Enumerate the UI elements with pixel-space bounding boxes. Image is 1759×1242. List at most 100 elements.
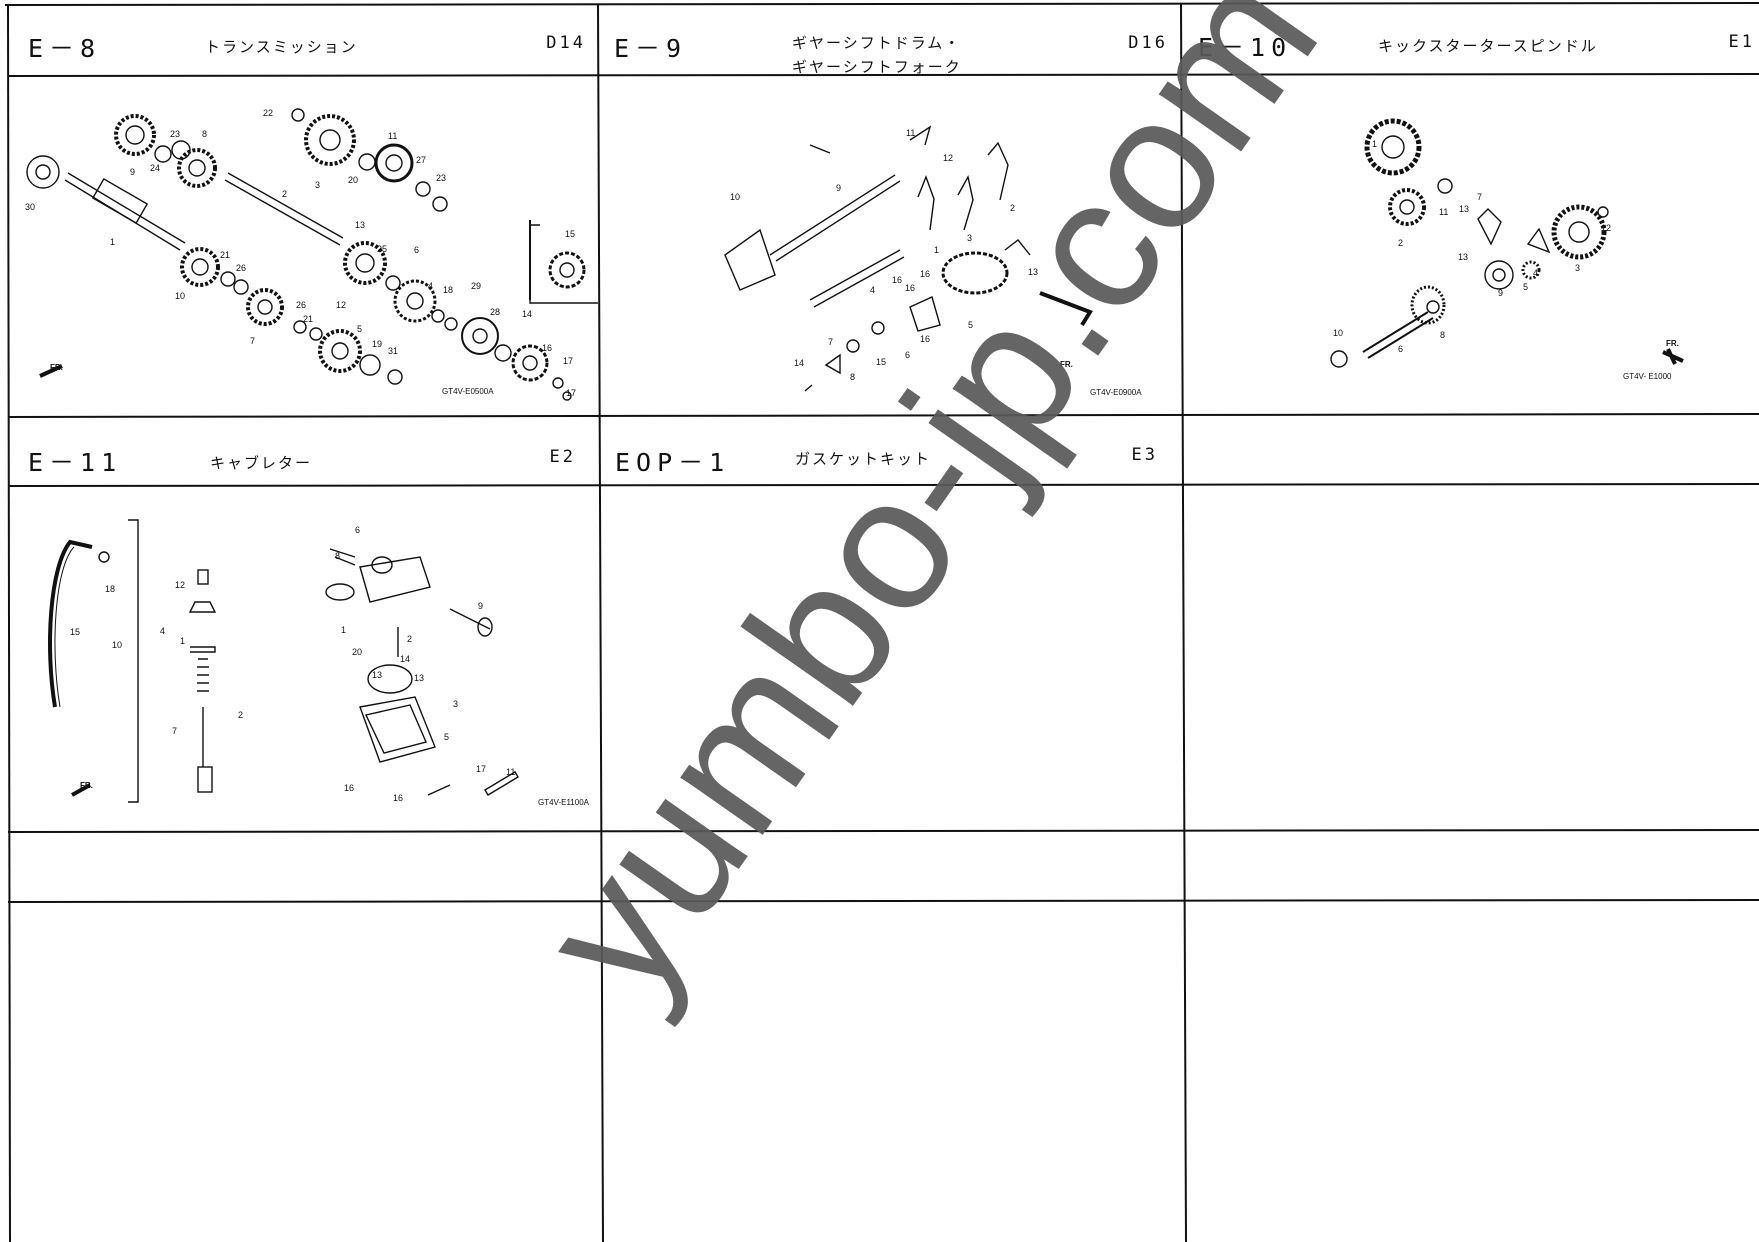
- section-header: E－9 ギヤーシフトドラム・ ギヤーシフトフォーク D16: [600, 5, 1182, 76]
- svg-text:3: 3: [967, 233, 972, 243]
- svg-text:16: 16: [920, 334, 930, 344]
- svg-text:13: 13: [372, 670, 382, 680]
- diagram-code: GT4V-E1100A: [538, 798, 589, 807]
- svg-text:12: 12: [336, 300, 346, 310]
- svg-text:11: 11: [906, 128, 915, 138]
- svg-text:3: 3: [1575, 263, 1580, 273]
- svg-text:12: 12: [1601, 223, 1611, 233]
- svg-text:2: 2: [1398, 238, 1403, 248]
- section-code: E－10: [1198, 33, 1293, 62]
- diagram-code: GT4V-E0500A: [442, 387, 494, 396]
- svg-text:18: 18: [443, 285, 453, 295]
- svg-text:6: 6: [1398, 344, 1403, 354]
- section-ref: D16: [1128, 33, 1168, 53]
- svg-text:2: 2: [1010, 203, 1015, 213]
- svg-text:4: 4: [428, 281, 433, 291]
- svg-text:16: 16: [892, 275, 902, 285]
- section-code: EOP－1: [615, 448, 731, 477]
- svg-text:8: 8: [335, 551, 340, 561]
- svg-text:7: 7: [1477, 192, 1482, 202]
- svg-text:12: 12: [943, 153, 953, 163]
- section-code: E－9: [614, 34, 688, 63]
- svg-text:17: 17: [476, 764, 486, 774]
- section-code: E－8: [28, 34, 102, 63]
- section-title: キャブレター: [210, 454, 313, 472]
- svg-text:10: 10: [1333, 328, 1343, 338]
- gear-icon: [114, 114, 156, 156]
- section-title: ギヤーシフトドラム・ ギヤーシフトフォーク: [792, 34, 962, 76]
- svg-text:1: 1: [1372, 139, 1377, 149]
- svg-text:27: 27: [416, 155, 426, 165]
- svg-text:15: 15: [70, 627, 80, 637]
- section-ref: E2: [549, 447, 576, 467]
- svg-text:17: 17: [563, 356, 573, 366]
- svg-text:14: 14: [522, 309, 532, 319]
- svg-text:1: 1: [110, 237, 115, 247]
- svg-text:8: 8: [202, 129, 207, 139]
- svg-text:6: 6: [355, 525, 360, 535]
- svg-text:14: 14: [794, 358, 804, 368]
- svg-text:6: 6: [905, 350, 910, 360]
- svg-text:21: 21: [220, 250, 230, 260]
- svg-text:10: 10: [730, 192, 740, 202]
- svg-text:5: 5: [444, 732, 449, 742]
- svg-text:13: 13: [355, 220, 365, 230]
- front-direction-label: FR.: [80, 781, 93, 790]
- svg-text:14: 14: [400, 654, 410, 664]
- svg-text:29: 29: [471, 281, 481, 291]
- svg-text:10: 10: [175, 291, 185, 301]
- svg-text:8: 8: [850, 372, 855, 382]
- svg-text:15: 15: [876, 357, 886, 367]
- svg-text:16: 16: [542, 343, 552, 353]
- svg-text:7: 7: [828, 337, 833, 347]
- svg-text:2: 2: [282, 189, 287, 199]
- section-eop1: EOP－1 ガスケットキット E3: [600, 417, 1182, 832]
- section-e11: E－11 キャブレター E2: [10, 417, 600, 832]
- section-header: E－11 キャブレター E2: [10, 417, 600, 487]
- section-header: EOP－1 ガスケットキット E3: [600, 417, 1182, 487]
- svg-text:16: 16: [393, 793, 403, 803]
- section-code: E－11: [28, 448, 123, 477]
- svg-text:3: 3: [453, 699, 458, 709]
- svg-text:15: 15: [565, 229, 575, 239]
- svg-text:9: 9: [836, 183, 841, 193]
- section-ref: D14: [546, 33, 586, 53]
- svg-text:7: 7: [172, 726, 177, 736]
- svg-text:20: 20: [352, 647, 362, 657]
- svg-text:20: 20: [348, 175, 358, 185]
- svg-text:16: 16: [905, 283, 915, 293]
- svg-text:1: 1: [341, 625, 346, 635]
- svg-text:11: 11: [1439, 207, 1448, 217]
- svg-text:31: 31: [388, 346, 398, 356]
- svg-text:9: 9: [1498, 288, 1503, 298]
- svg-text:18: 18: [105, 584, 115, 594]
- svg-text:13: 13: [414, 673, 424, 683]
- svg-text:12: 12: [175, 580, 185, 590]
- svg-text:3: 3: [315, 180, 320, 190]
- svg-text:7: 7: [250, 336, 255, 346]
- section-e8: E－8 トランスミッション D14: [10, 5, 600, 417]
- svg-text:9: 9: [478, 601, 483, 611]
- diagram-code: GT4V- E1000: [1623, 372, 1672, 381]
- front-direction-label: FR.: [1666, 339, 1679, 348]
- front-direction-label: FR.: [50, 363, 63, 372]
- svg-text:4: 4: [160, 626, 165, 636]
- svg-text:28: 28: [490, 307, 500, 317]
- svg-text:17: 17: [566, 388, 576, 398]
- section-title: トランスミッション: [205, 38, 358, 56]
- svg-text:13: 13: [1458, 252, 1468, 262]
- svg-text:4: 4: [870, 285, 875, 295]
- svg-text:19: 19: [372, 339, 382, 349]
- svg-text:1: 1: [934, 245, 939, 255]
- svg-text:9: 9: [130, 167, 135, 177]
- section-ref: E3: [1131, 445, 1158, 465]
- section-header: E－8 トランスミッション D14: [10, 5, 600, 75]
- svg-text:4: 4: [1533, 268, 1538, 278]
- svg-text:5: 5: [968, 320, 973, 330]
- svg-text:25: 25: [377, 244, 387, 254]
- svg-text:13: 13: [1459, 204, 1469, 214]
